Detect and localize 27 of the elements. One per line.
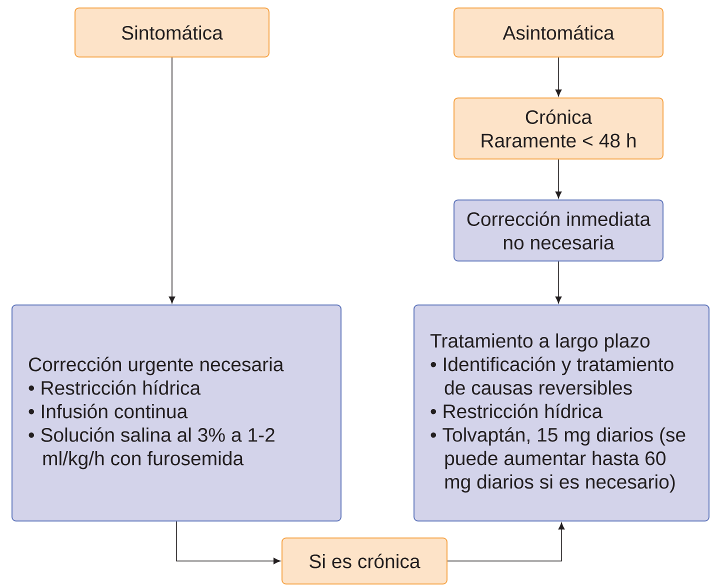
treatment-box — [414, 304, 710, 522]
process-box — [454, 98, 664, 160]
bullet-item: • Solución salina al 3% a 1-2 ml/kg/h con furosemida — [28, 427, 274, 470]
box-text: Crónica — [526, 109, 592, 124]
arrow — [555, 159, 562, 198]
arrow — [555, 57, 562, 96]
box-text: Asintomática — [502, 25, 614, 40]
category-box — [454, 8, 664, 58]
box-text: Sintomática — [122, 25, 223, 40]
category-box — [74, 8, 270, 58]
decision-box — [282, 538, 448, 584]
heading-text: Corrección urgente necesaria — [29, 356, 284, 376]
bullet-item: • Identificación y tratamiento de causas reversibles — [430, 356, 674, 395]
heading-text: Tratamiento a largo plazo — [430, 333, 650, 352]
arrow — [168, 57, 176, 304]
treatment-box — [12, 304, 342, 522]
bullet-item: • Restricción hídrica — [430, 404, 603, 418]
box-text: Si es crónica — [310, 554, 420, 568]
arrow — [447, 522, 565, 562]
bullet-item: • Restricción hídrica — [28, 380, 201, 395]
bullet-item: • Infusión continua — [28, 404, 188, 418]
arrow — [555, 261, 562, 304]
box-text: Corrección inmediata no necesaria — [467, 211, 651, 250]
process-box — [454, 200, 664, 262]
arrow — [176, 521, 280, 564]
box-text: Raramente < 48 h — [482, 133, 636, 148]
bullet-item: • Tolvaptán, 15 mg diarios (se puede aumentar hasta 60 mg diarios si es necesario) — [430, 427, 686, 493]
